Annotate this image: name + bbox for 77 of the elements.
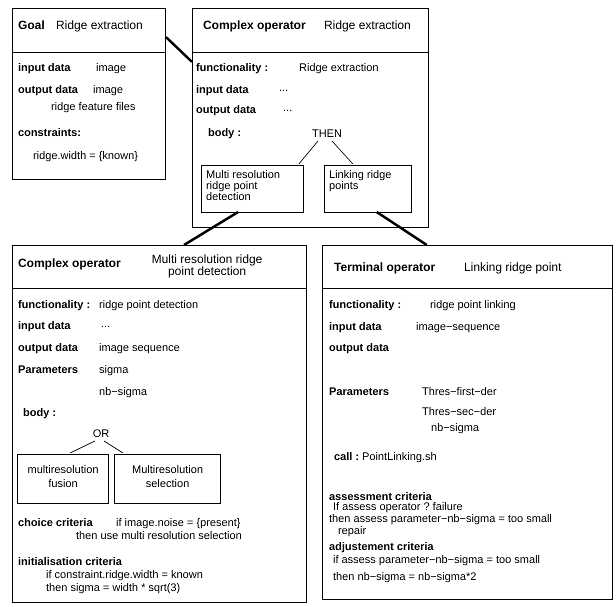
slot-value: image−sequence	[416, 321, 500, 333]
slot-label: output data	[329, 342, 389, 354]
subtask-label: multiresolution fusion	[26, 463, 100, 491]
slot-value: ...	[279, 82, 288, 94]
slot-label: constraints:	[18, 127, 81, 139]
frame-box	[12, 8, 166, 180]
connector-line	[298, 140, 318, 164]
slot-label: choice criteria	[18, 517, 93, 529]
slot-label: output data	[18, 84, 78, 96]
slot-label: output data	[196, 104, 256, 116]
slot-label: initialisation criteria	[18, 556, 122, 568]
subtask-box	[114, 454, 221, 504]
connector-line	[332, 140, 354, 164]
slot-value: repair	[338, 525, 366, 537]
slot-value: ridge feature files	[51, 101, 136, 113]
slot-value: Thres−first−der	[422, 386, 497, 398]
slot-value: image	[96, 62, 126, 74]
frame-name: Linking ridge point	[464, 261, 562, 273]
slot-value: if assess parameter−nb−sigma = too small	[333, 554, 540, 566]
slot-value: Thres−sec−der	[422, 406, 496, 418]
connective-label: OR	[89, 427, 113, 442]
slot-label: functionality :	[329, 299, 402, 311]
slot-value: ridge.width = {known}	[33, 150, 138, 162]
slot-value: then use multi resolution selection	[76, 530, 242, 542]
slot-value: image sequence	[99, 342, 180, 354]
subtask-label: Linking ridge points	[329, 170, 392, 192]
slot-label: body :	[23, 407, 56, 419]
frame-type-label: Complex operator	[18, 257, 121, 269]
connective-label: THEN	[307, 127, 347, 142]
slot-value: then sigma = width * sqrt(3)	[46, 582, 180, 594]
frame-box	[322, 245, 613, 600]
frame-type-label: Complex operator	[203, 19, 306, 31]
slot-label: functionality :	[196, 62, 268, 74]
slot-value: nb−sigma	[431, 422, 480, 434]
slot-value: then assess parameter−nb−sigma = too small	[329, 513, 552, 525]
connector-line	[165, 36, 193, 63]
frame-name: Multi resolution ridge point detection	[151, 253, 263, 277]
slot-label: input data	[329, 321, 382, 333]
slot-value: Ridge extraction	[299, 62, 378, 74]
frame-box	[192, 8, 429, 228]
slot-label: input data	[18, 320, 71, 332]
slot-value: if image.noise = {present}	[116, 517, 240, 529]
connector-line	[70, 440, 96, 454]
slot-label: Parameters	[329, 386, 389, 398]
slot-value: ridge point linking	[430, 299, 516, 311]
slot-value: ridge point detection	[99, 299, 198, 311]
slot-value: sigma	[99, 364, 128, 376]
frame-type-label: Goal	[18, 19, 45, 31]
subtask-label: Multiresolution selection	[131, 463, 204, 491]
subtask-box	[17, 454, 109, 504]
slot-value: PointLinking.sh	[362, 451, 437, 463]
frame-name: Ridge extraction	[56, 19, 143, 31]
connector-line	[104, 440, 124, 454]
slot-label: input data	[18, 62, 71, 74]
slot-label: input data	[196, 84, 249, 96]
slot-label: Parameters	[18, 364, 78, 376]
connector-line	[376, 210, 428, 246]
frame-name: Ridge extraction	[324, 19, 411, 31]
connector-line	[183, 210, 239, 246]
subtask-label: Multi resolution ridge point detection	[206, 170, 281, 203]
slot-label: output data	[18, 342, 78, 354]
subtask-box	[201, 165, 304, 213]
slot-value: nb−sigma	[99, 386, 148, 398]
slot-value: ...	[283, 102, 292, 114]
slot-value: then nb−sigma = nb−sigma*2	[333, 571, 476, 583]
slot-value: ...	[101, 318, 110, 330]
frame-type-label: Terminal operator	[334, 261, 436, 273]
slot-value: If assess operator ? failure	[333, 501, 463, 513]
subtask-box	[324, 165, 412, 213]
slot-label: functionality :	[18, 299, 90, 311]
frame-box	[12, 245, 307, 603]
slot-label: assessment criteria	[329, 491, 432, 503]
slot-label: call :	[334, 451, 360, 463]
slot-label: adjustement criteria	[329, 541, 434, 553]
slot-label: body :	[208, 127, 241, 139]
slot-value: if constraint.ridge.width = known	[46, 569, 203, 581]
slot-value: image	[93, 84, 123, 96]
